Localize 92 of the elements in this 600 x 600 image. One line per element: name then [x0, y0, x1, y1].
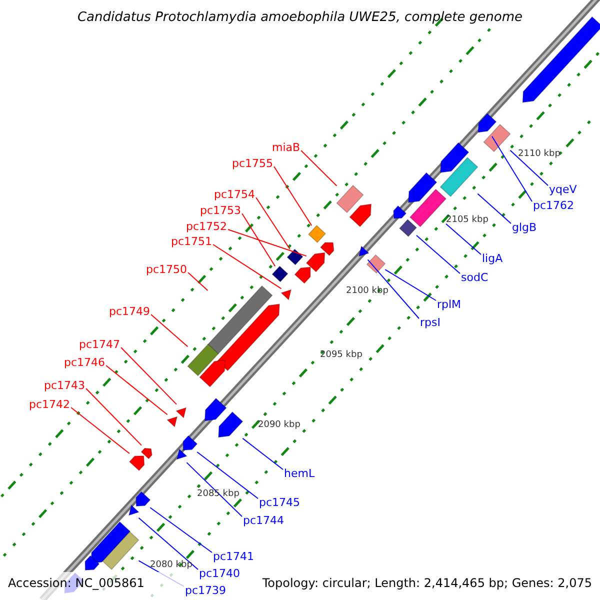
gene-label: pc1739 — [185, 584, 226, 596]
leader-line — [242, 438, 284, 470]
gene-block — [308, 224, 326, 244]
leader-line — [492, 136, 532, 202]
leader-line — [446, 223, 482, 255]
gene-label: rpsI — [420, 316, 440, 328]
gene-label: pc1749 — [109, 306, 150, 316]
gene-block — [440, 156, 478, 198]
gene-label: pc1753 — [200, 204, 242, 216]
gene-label: pc1751 — [171, 236, 212, 246]
scale-label: 2090 kbp — [258, 421, 300, 430]
leader-line — [196, 452, 258, 499]
gene-label: pc1750 — [146, 264, 188, 274]
scale-label: 2110 kbp — [518, 150, 560, 159]
gene-label: pc1745 — [259, 496, 300, 508]
leader-line — [274, 166, 312, 226]
leader-line — [106, 365, 168, 416]
gene-label: ligA — [482, 252, 503, 264]
gene-label: yqeV — [549, 184, 577, 194]
leader-line — [384, 269, 436, 301]
leader-line — [150, 314, 188, 348]
leader-line — [150, 507, 212, 553]
leader-line — [188, 272, 208, 291]
gene-block — [286, 248, 304, 266]
leader-line — [242, 213, 276, 267]
gene-block — [218, 411, 244, 438]
gene-label: pc1741 — [213, 550, 254, 562]
gene-block — [294, 266, 311, 284]
gene-block — [166, 416, 178, 428]
leader-line — [416, 234, 460, 274]
leader-line — [212, 244, 282, 290]
gene-block — [207, 285, 273, 355]
gene-block — [90, 521, 131, 564]
gene-label: pc1742 — [29, 398, 70, 410]
gene-block — [199, 360, 226, 388]
scale-label: 2080 kbp — [150, 561, 192, 570]
gene-block — [306, 252, 326, 272]
gene-block — [349, 204, 372, 228]
gene-block — [393, 205, 407, 219]
gene-label: pc1744 — [243, 514, 284, 526]
gene-block — [409, 188, 447, 228]
gene-block — [478, 113, 497, 133]
gene-block — [320, 242, 334, 256]
gene-block — [136, 491, 151, 507]
gene-label: pc1752 — [186, 220, 228, 232]
gene-block — [483, 124, 511, 152]
gene-label: pc1743 — [44, 380, 86, 390]
gene-label: rplM — [437, 298, 462, 310]
gene-block — [398, 218, 418, 238]
gene-label: hemL — [284, 468, 315, 478]
gene-label: glgB — [512, 222, 537, 232]
gene-label: pc1740 — [199, 568, 240, 578]
gene-label: pc1762 — [533, 200, 574, 210]
gene-block — [216, 304, 280, 372]
leader-line — [256, 197, 290, 250]
gene-block — [182, 435, 198, 451]
gene-label: miaB — [272, 142, 300, 152]
leader-line — [186, 462, 242, 517]
gene-block — [272, 266, 288, 282]
gene-block — [522, 16, 600, 103]
scale-label: 2095 kbp — [320, 351, 362, 360]
scale-label: 2100 kbp — [346, 287, 388, 296]
gene-label: pc1754 — [214, 188, 256, 200]
info-text: Accession: NC_005861 — [8, 577, 144, 589]
gene-label: pc1747 — [79, 338, 120, 350]
title: Candidatus Protochlamydia amoebophila UWE25, complete genome — [76, 11, 524, 24]
gene-block — [366, 254, 386, 274]
gene-block — [440, 142, 470, 173]
gene-block — [176, 407, 187, 418]
leader-line — [70, 407, 130, 454]
gene-label: pc1746 — [64, 356, 106, 368]
gene-label: sodC — [461, 272, 488, 282]
gene-block — [336, 184, 364, 214]
leader-line — [228, 229, 307, 257]
gene-block — [408, 172, 438, 203]
leader-line — [138, 517, 198, 570]
leader-line — [120, 347, 177, 405]
gene-block — [128, 504, 140, 516]
leader-line — [86, 388, 142, 446]
info-text: Topology: circular; Length: 2,414,465 bp; Genes: 2,075 — [262, 577, 592, 589]
gene-block — [280, 289, 292, 300]
scale-label: 2105 kbp — [446, 216, 488, 225]
gene-block — [128, 455, 145, 472]
scale-label: 2085 kbp — [197, 490, 240, 499]
gene-label: pc1755 — [232, 158, 274, 168]
gene-block — [358, 246, 370, 257]
leader-line — [300, 150, 338, 186]
gene-block — [140, 448, 152, 460]
gene-block — [187, 344, 219, 376]
gene-block — [176, 448, 188, 460]
gene-block — [204, 398, 227, 422]
leader-line — [367, 259, 420, 319]
